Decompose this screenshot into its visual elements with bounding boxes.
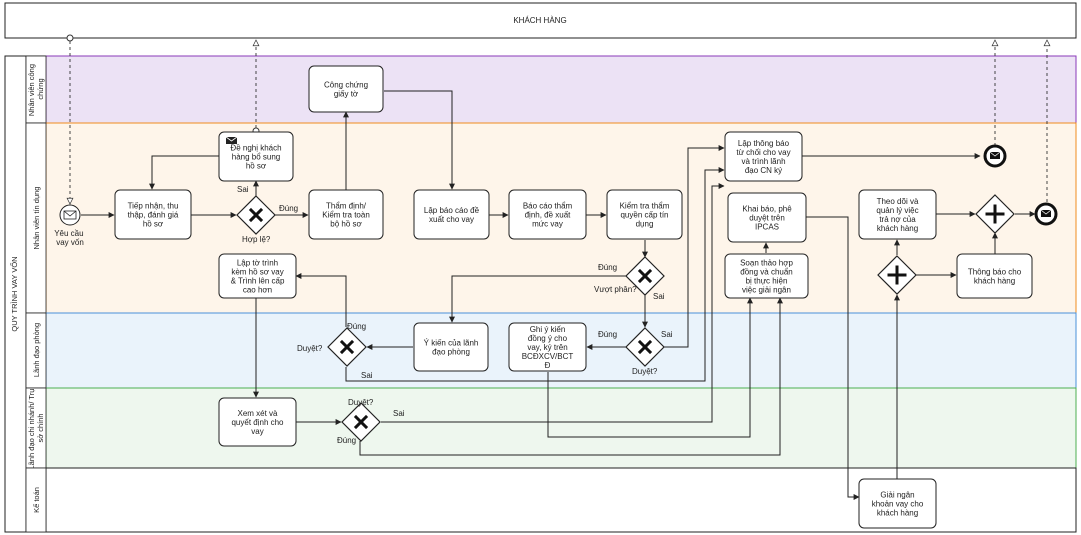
gateway-branch-approve (341, 402, 381, 442)
envelope-icon (63, 210, 77, 220)
g2-question-label: Vượt phân? (594, 285, 637, 294)
lane-notary: Nhân viên công chứng (25, 55, 1077, 124)
task-box (724, 131, 803, 182)
customer-pool-title: KHÁCH HÀNG (513, 16, 566, 25)
gateway-exceed-authority (625, 256, 665, 296)
task-box (606, 189, 683, 240)
g4-yes-label: Đúng (347, 322, 366, 331)
task-box (413, 322, 489, 372)
g1-question-label: Hợp lệ? (242, 235, 271, 244)
gateway-dept-approve-1 (327, 327, 367, 367)
task-box (218, 253, 297, 299)
g5-question-label: Duyệt? (348, 398, 374, 407)
parallel-gateway-split (877, 255, 917, 295)
task-box (308, 189, 384, 240)
g3-question-label: Duyệt? (632, 367, 658, 376)
customer-pool: KHÁCH HÀNG (4, 2, 1077, 39)
envelope-icon (990, 152, 1000, 159)
lane-label-accounting: Kế toán (32, 487, 41, 513)
task-box (858, 478, 937, 529)
start-event: Yêu cầu vay vốn (54, 204, 86, 247)
task-box (218, 397, 297, 447)
g4-no-label: Sai (361, 371, 373, 380)
main-pool-title: QUY TRÌNH VAY VỐN (9, 256, 19, 331)
start-event-label: Yêu cầu vay vốn (54, 229, 86, 247)
g5-yes-label: Đúng (337, 436, 356, 445)
end-event-complete (1034, 202, 1058, 226)
task-box (308, 65, 384, 113)
g3-no-label: Sai (661, 330, 673, 339)
task-box (727, 192, 807, 243)
gateway-valid (236, 195, 276, 235)
sequence-flows (81, 90, 1036, 500)
task-box (956, 253, 1033, 299)
parallel-gateway-join (975, 194, 1015, 234)
end-event-reject (983, 144, 1007, 168)
task-box (508, 189, 587, 240)
lane-label-branch-head: Lãnh đạo chi nhánh/ Trụ sở chính (27, 387, 45, 470)
send-message-icon (225, 136, 238, 144)
g5-no-label: Sai (393, 409, 405, 418)
lane-label-department-head: Lãnh đạo phòng (32, 323, 41, 377)
lane-label-notary: Nhân viên công chứng (27, 62, 45, 116)
g1-no-label: Sai (237, 185, 249, 194)
g3-yes-label: Đúng (598, 330, 617, 339)
g2-no-label: Sai (653, 292, 665, 301)
task-box (218, 131, 294, 182)
g1-yes-label: Đúng (279, 204, 298, 213)
flow-labels: Sai Đúng Hợp lệ? Đúng Vượt phân? Sai Đún… (237, 185, 673, 445)
g4-question-label: Duyệt? (297, 344, 323, 353)
task-box (413, 189, 490, 240)
g2-yes-label: Đúng (598, 263, 617, 272)
task-box (858, 189, 937, 240)
task-box (508, 322, 587, 372)
lane-label-credit-officer: Nhân viên tín dụng (32, 187, 41, 250)
task-box (114, 189, 192, 240)
lane-branch-head: Lãnh đạo chi nhánh/ Trụ sở chính (25, 387, 1077, 470)
gateway-dept-approve-2 (625, 327, 665, 367)
envelope-icon (1041, 210, 1051, 217)
task-box (724, 253, 809, 299)
swimlanes: Nhân viên công chứng Nhân viên tín dụng … (25, 55, 1077, 533)
